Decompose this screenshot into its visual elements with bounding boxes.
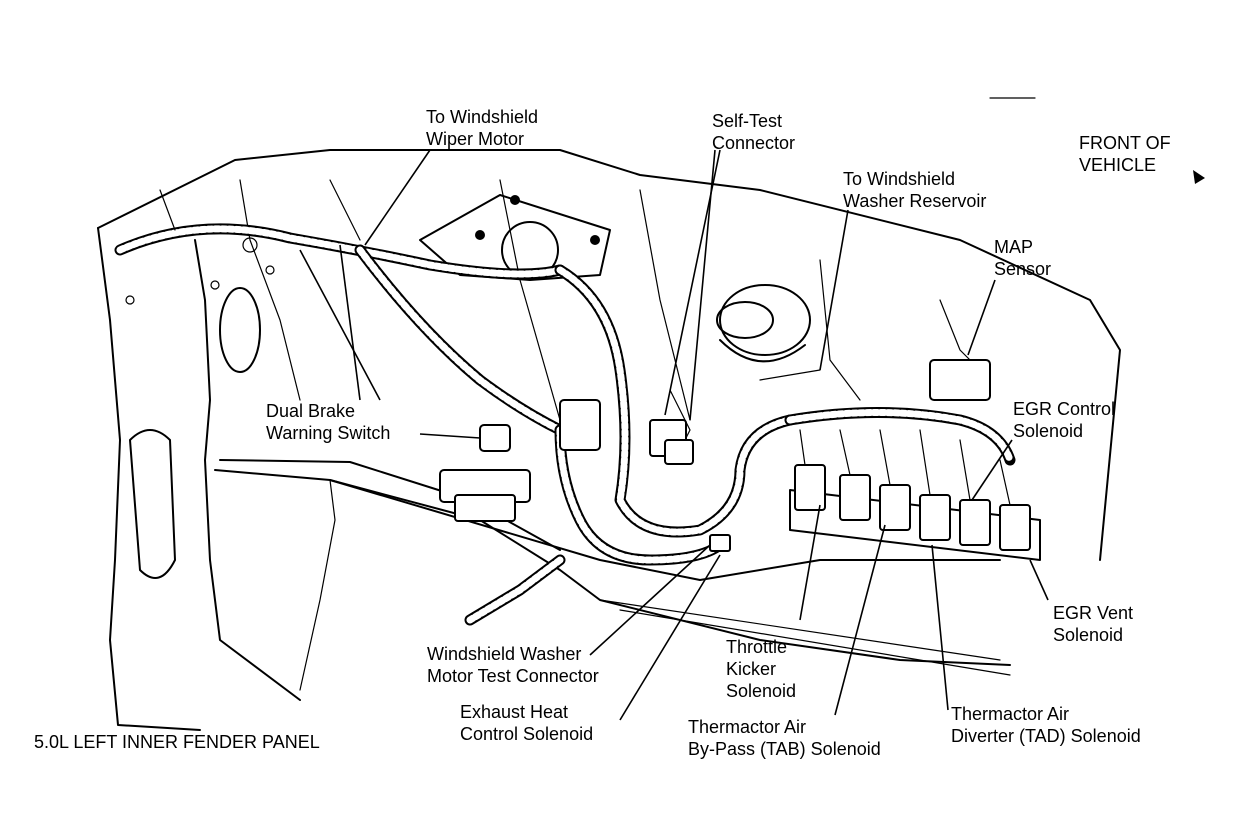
leader-lines	[299, 149, 1049, 721]
solenoid-bank	[789, 429, 1041, 561]
inner-fender-panel	[97, 149, 1121, 731]
mounting-bracket	[419, 194, 611, 281]
connectors	[439, 359, 991, 552]
washer-reservoir-cap	[716, 284, 811, 363]
panel-title: 5.0L LEFT INNER FENDER PANEL	[34, 732, 320, 752]
front-direction-arrow-icon	[1193, 170, 1205, 184]
wiring-harness	[114, 179, 1016, 626]
